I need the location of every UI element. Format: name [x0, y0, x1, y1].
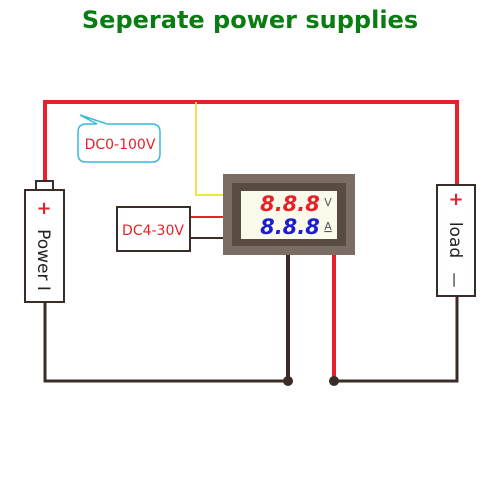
volt-unit: V	[324, 196, 332, 209]
bubble-text: DC0-100V	[85, 137, 156, 153]
black-wire-load-return	[334, 296, 459, 383]
small-supply-label: DC4-30V	[122, 223, 184, 239]
volt-amp-meter: 8.8.8 8.8.8 V A	[223, 174, 355, 255]
battery-label: Power I	[33, 229, 53, 291]
load-plus-sign: +	[448, 189, 463, 210]
yellow-wire	[195, 102, 223, 196]
load-box: + load —	[436, 184, 476, 297]
volt-reading: 8.8.8	[260, 192, 320, 216]
small-supply-body	[116, 206, 191, 252]
voltage-range-bubble: DC0-100V	[77, 114, 161, 163]
meter-display	[241, 191, 337, 239]
red-wire-top	[43, 100, 459, 185]
small-supply-box: DC4-30V	[116, 206, 191, 252]
load-label: load	[445, 222, 465, 258]
black-wire-power-return	[43, 302, 288, 383]
amp-reading: 8.8.8	[260, 215, 320, 239]
amp-unit: A	[324, 220, 332, 233]
load-minus-sign: —	[446, 273, 464, 288]
battery-plus-sign: +	[36, 198, 51, 219]
junction-dot-right	[329, 376, 339, 386]
bubble-outline	[77, 114, 161, 163]
battery-body	[24, 189, 65, 303]
junction-dot-left	[283, 376, 293, 386]
page-title: Seperate power supplies	[81, 6, 419, 34]
load-body	[436, 184, 476, 297]
power-battery: + Power I	[24, 180, 65, 303]
